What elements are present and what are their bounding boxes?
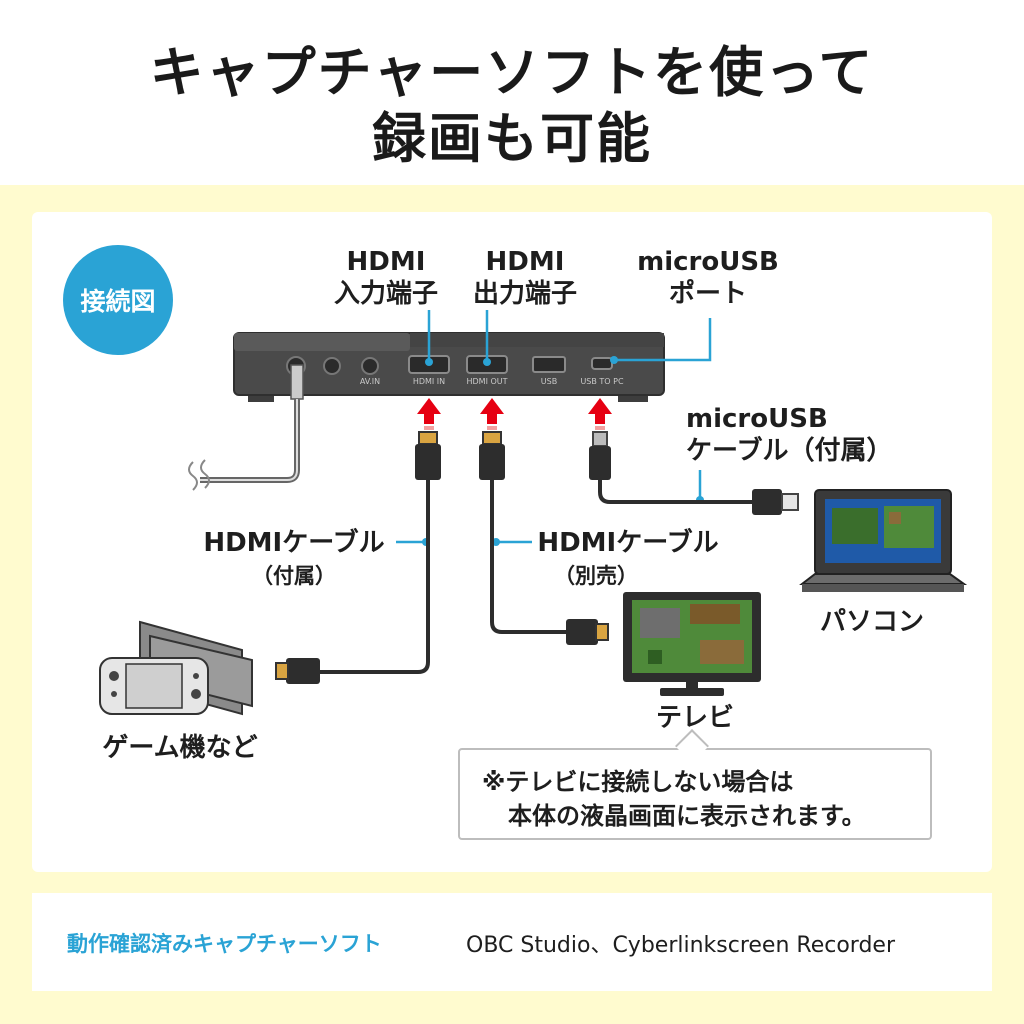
capture-device: AV.IN HDMI IN HDMI OUT USB USB TO PC <box>233 332 665 402</box>
hdmi-cable-sold-separately <box>479 431 609 645</box>
port-label-hdmi-out: HDMI OUT <box>466 377 507 386</box>
tv-note-callout: ※テレビに接続しない場合は 本体の液晶画面に表示されます。 <box>458 748 932 840</box>
hdmi-cable-sold-separately-note: （別売） <box>554 564 638 588</box>
port-label-usb-to-pc: USB TO PC <box>580 377 624 386</box>
hdmi-out-label-top: HDMI <box>485 247 565 277</box>
hdmi-out-label: HDMI 出力端子 <box>466 246 584 310</box>
audio-cable <box>188 364 304 491</box>
hdmi-cable-sold-separately-label: HDMIケーブル <box>537 528 719 558</box>
microusb-port-label: microUSB ポート <box>628 246 788 310</box>
console-label: ゲーム機など <box>102 733 258 763</box>
note-line2: 本体の液晶画面に表示されます。 <box>508 802 866 830</box>
hdmi-in-label-top: HDMI <box>346 247 426 277</box>
pc-label: パソコン <box>819 607 924 637</box>
headline-line2: 録画も可能 <box>372 107 652 170</box>
microusb-cable-label: microUSB ケーブル（付属） <box>686 403 892 467</box>
connection-arrow-icon <box>417 398 612 424</box>
hdmi-out-label-bottom: 出力端子 <box>472 279 577 309</box>
port-label-avin: AV.IN <box>360 377 380 386</box>
hdmi-cable-included-note: （付属） <box>252 564 336 588</box>
connection-diagram-badge: 接続図 <box>63 245 173 355</box>
tested-software-list: OBC Studio、Cyberlinkscreen Recorder <box>466 933 896 958</box>
hdmi-in-label: HDMI 入力端子 <box>328 246 444 310</box>
tv-label: テレビ <box>655 703 734 733</box>
game-console-icon <box>99 620 253 716</box>
footer-panel <box>32 893 992 991</box>
hdmi-in-label-bottom: 入力端子 <box>333 279 438 309</box>
tv-icon <box>623 592 761 696</box>
hdmi-cable-included <box>275 431 441 684</box>
headline-line1: キャプチャーソフトを使って <box>149 41 875 104</box>
port-label-hdmi-in: HDMI IN <box>413 377 445 386</box>
hdmi-cable-included-label: HDMIケーブル <box>203 528 385 558</box>
note-line1: ※テレビに接続しない場合は <box>482 768 794 796</box>
microusb-cable-label-bottom: ケーブル（付属） <box>686 436 893 466</box>
microusb-cable <box>589 431 799 515</box>
port-label-usb: USB <box>541 377 557 386</box>
microusb-port-label-bottom: ポート <box>668 279 747 309</box>
microusb-cable-label-top: microUSB <box>686 404 828 434</box>
laptop-icon <box>799 489 968 592</box>
tested-software-label: 動作確認済みキャプチャーソフト <box>67 932 382 956</box>
microusb-port-label-top: microUSB <box>637 247 779 277</box>
